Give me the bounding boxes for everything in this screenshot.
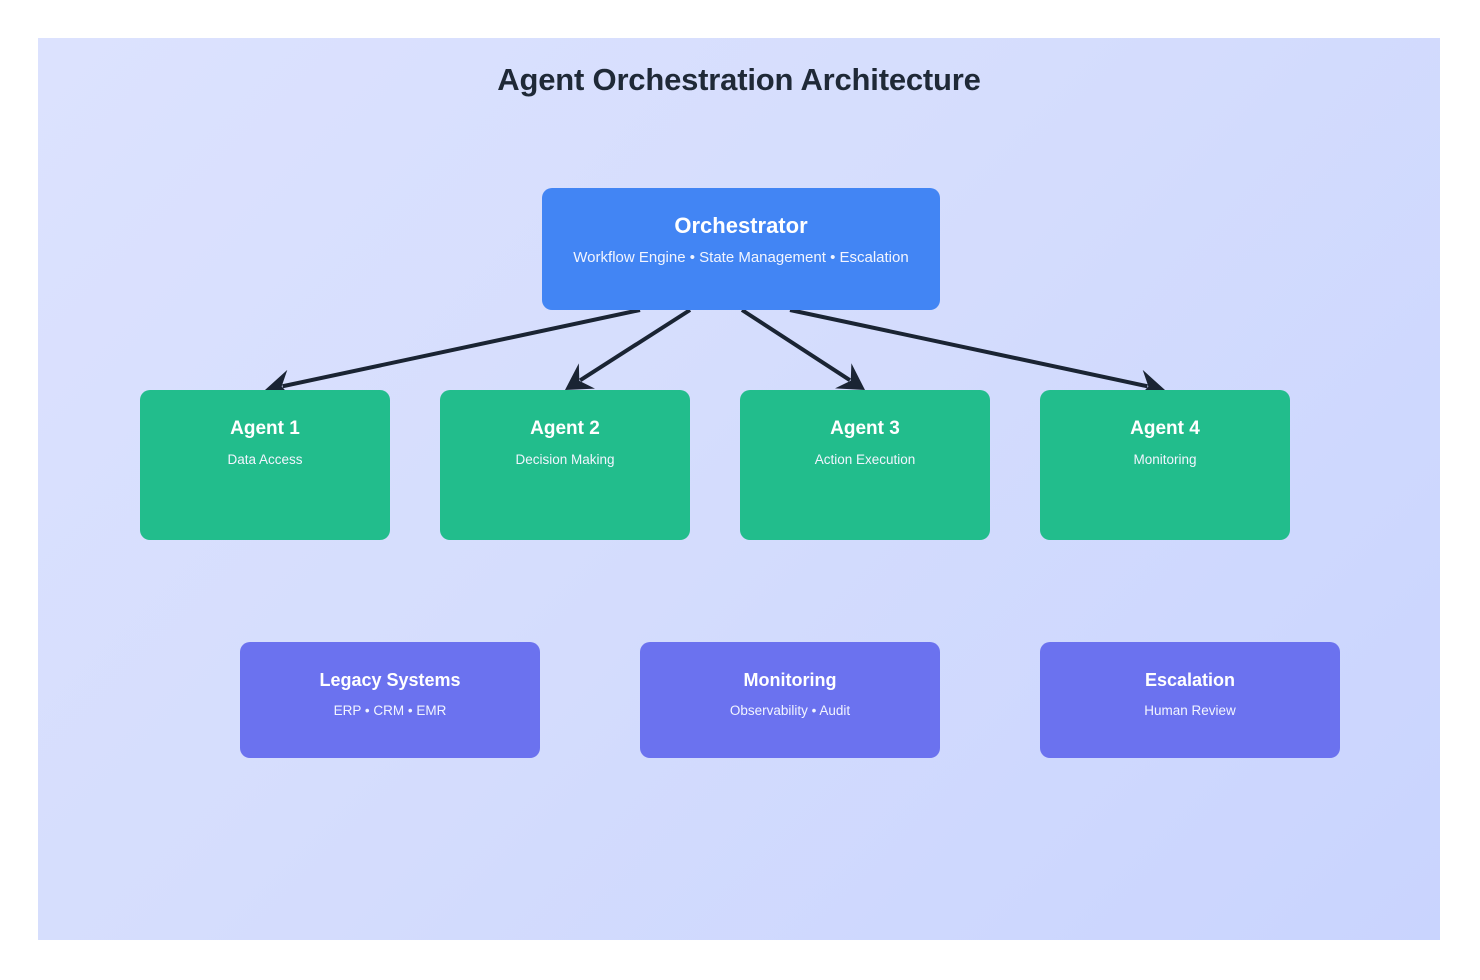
diagram-canvas: Agent Orchestration Architecture Orchest…	[38, 38, 1440, 940]
node-subtitle: Decision Making	[515, 451, 615, 467]
node-subtitle: Data Access	[227, 451, 303, 467]
node-title: Legacy Systems	[319, 670, 461, 690]
node-agent-4[interactable]: Agent 4 Monitoring	[1040, 390, 1290, 540]
node-subtitle: Workflow Engine • State Management • Esc…	[573, 249, 909, 267]
connector-arrowhead	[835, 363, 865, 390]
page-title: Agent Orchestration Architecture	[497, 62, 981, 97]
node-title: Agent 1	[230, 418, 300, 439]
node-title: Agent 3	[830, 418, 900, 439]
node-subtitle: Action Execution	[814, 451, 916, 467]
connector-arrow-1	[265, 308, 641, 400]
node-agent-3[interactable]: Agent 3 Action Execution	[740, 390, 990, 540]
node-agent-1[interactable]: Agent 1 Data Access	[140, 390, 390, 540]
node-title: Agent 4	[1130, 418, 1200, 439]
connector-arrowhead	[565, 363, 595, 390]
connector-arrow-4	[789, 308, 1165, 400]
node-title: Monitoring	[743, 670, 837, 690]
node-subtitle: ERP • CRM • EMR	[333, 702, 447, 718]
node-subtitle: Observability • Audit	[729, 702, 851, 718]
connector-arrow-2	[565, 308, 692, 390]
node-agent-2[interactable]: Agent 2 Decision Making	[440, 390, 690, 540]
connector-line	[579, 308, 692, 382]
connector-line	[282, 308, 641, 389]
connector-line	[789, 308, 1148, 389]
connector-line	[740, 308, 852, 382]
node-title: Escalation	[1144, 670, 1236, 690]
connector-arrow-3	[740, 308, 865, 390]
node-title: Agent 2	[530, 418, 600, 439]
node-subtitle: Human Review	[1144, 702, 1236, 718]
node-title: Orchestrator	[674, 213, 808, 238]
node-subtitle: Monitoring	[1133, 451, 1197, 467]
